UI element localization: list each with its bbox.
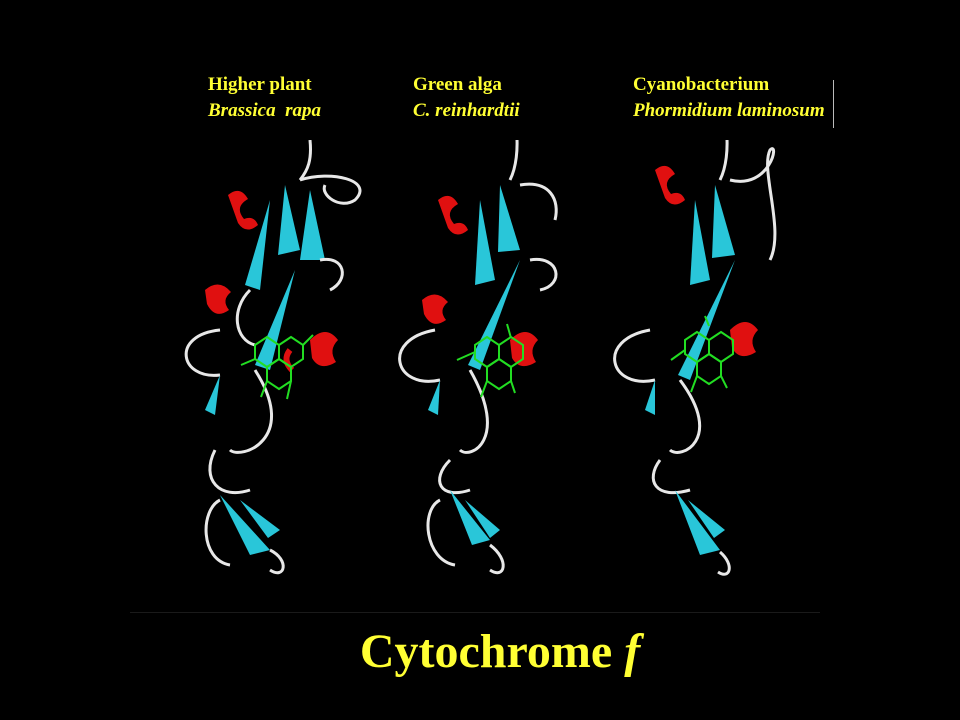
heme-group-icon [456, 323, 524, 398]
title-main: Cytochrome [359, 625, 613, 678]
title-italic: f [624, 625, 641, 678]
heme-group-icon [240, 334, 314, 400]
species-name: Phormidium laminosum [633, 100, 825, 121]
protein-structure-cyanobacterium [613, 140, 777, 576]
slide-title: Cytochrome f [0, 622, 960, 682]
species-name: Brassica rapa [208, 100, 321, 121]
ribbon-structure-icon [398, 140, 558, 574]
heme-group-icon [670, 315, 734, 393]
group-name: Cyanobacterium [633, 74, 770, 95]
label-green-alga: Green alga C. reinhardtii [413, 72, 520, 124]
species-name: C. reinhardtii [413, 100, 520, 121]
divider [130, 612, 820, 613]
group-name: Green alga [413, 74, 502, 95]
label-cyanobacterium: Cyanobacterium Phormidium laminosum [633, 72, 825, 124]
group-name: Higher plant [208, 74, 312, 95]
ribbon-structure-icon [613, 140, 777, 576]
label-higher-plant: Higher plant Brassica rapa [208, 72, 321, 124]
text-cursor [833, 80, 834, 128]
protein-structure-green-alga [398, 140, 558, 574]
ribbon-structure-icon [184, 140, 362, 574]
protein-structure-higher-plant [184, 140, 362, 574]
